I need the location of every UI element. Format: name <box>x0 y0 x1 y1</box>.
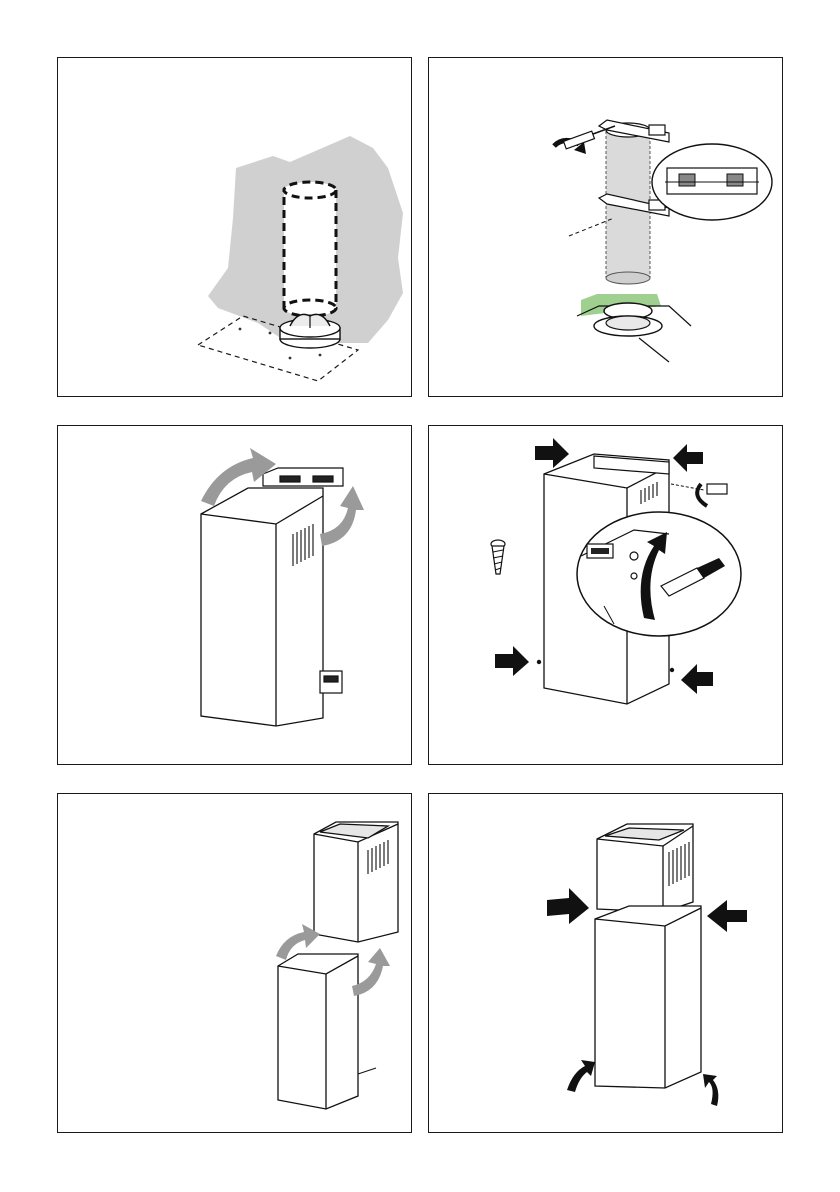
push-arrow-icon <box>495 646 529 676</box>
chimney-upper-section <box>201 488 323 726</box>
curved-arrow-icon <box>567 1060 595 1092</box>
curved-arrow-icon <box>703 1074 718 1106</box>
screw-icon <box>491 540 505 574</box>
step-panel-4 <box>428 425 783 765</box>
curved-arrow-icon <box>320 486 364 546</box>
bracket-top <box>263 468 343 486</box>
chimney-upper-section <box>597 824 693 912</box>
diagram-ceiling-duct-position <box>58 58 413 398</box>
step-panel-5 <box>57 793 412 1133</box>
magnifier-detail-icon <box>652 144 772 220</box>
chimney-upper-section <box>314 822 398 942</box>
chimney-lower-section <box>278 954 358 1109</box>
step-panel-2 <box>428 57 783 397</box>
push-arrow-icon <box>673 444 703 472</box>
ceiling-base-detail <box>577 294 691 362</box>
step-panel-6 <box>428 793 783 1133</box>
diagram-chimney-sections <box>58 794 413 1134</box>
push-arrow-icon <box>535 438 569 468</box>
magnifier-detail-icon <box>577 512 741 636</box>
duct-dashed-outline <box>284 190 336 308</box>
chimney-lower-section <box>595 906 701 1088</box>
diagram-screw-fixing <box>429 426 784 766</box>
step-panel-1 <box>57 57 412 397</box>
screwdriver-icon <box>671 484 727 506</box>
step-panel-3 <box>57 425 412 765</box>
push-arrow-icon <box>547 888 589 924</box>
diagram-bracket-fixing <box>429 58 784 398</box>
push-arrow-icon <box>681 664 713 694</box>
diagram-upper-chimney-bracket <box>58 426 413 766</box>
bracket-bottom <box>320 671 342 693</box>
diagram-assembled-chimney <box>429 794 784 1134</box>
push-arrow-icon <box>707 900 747 932</box>
